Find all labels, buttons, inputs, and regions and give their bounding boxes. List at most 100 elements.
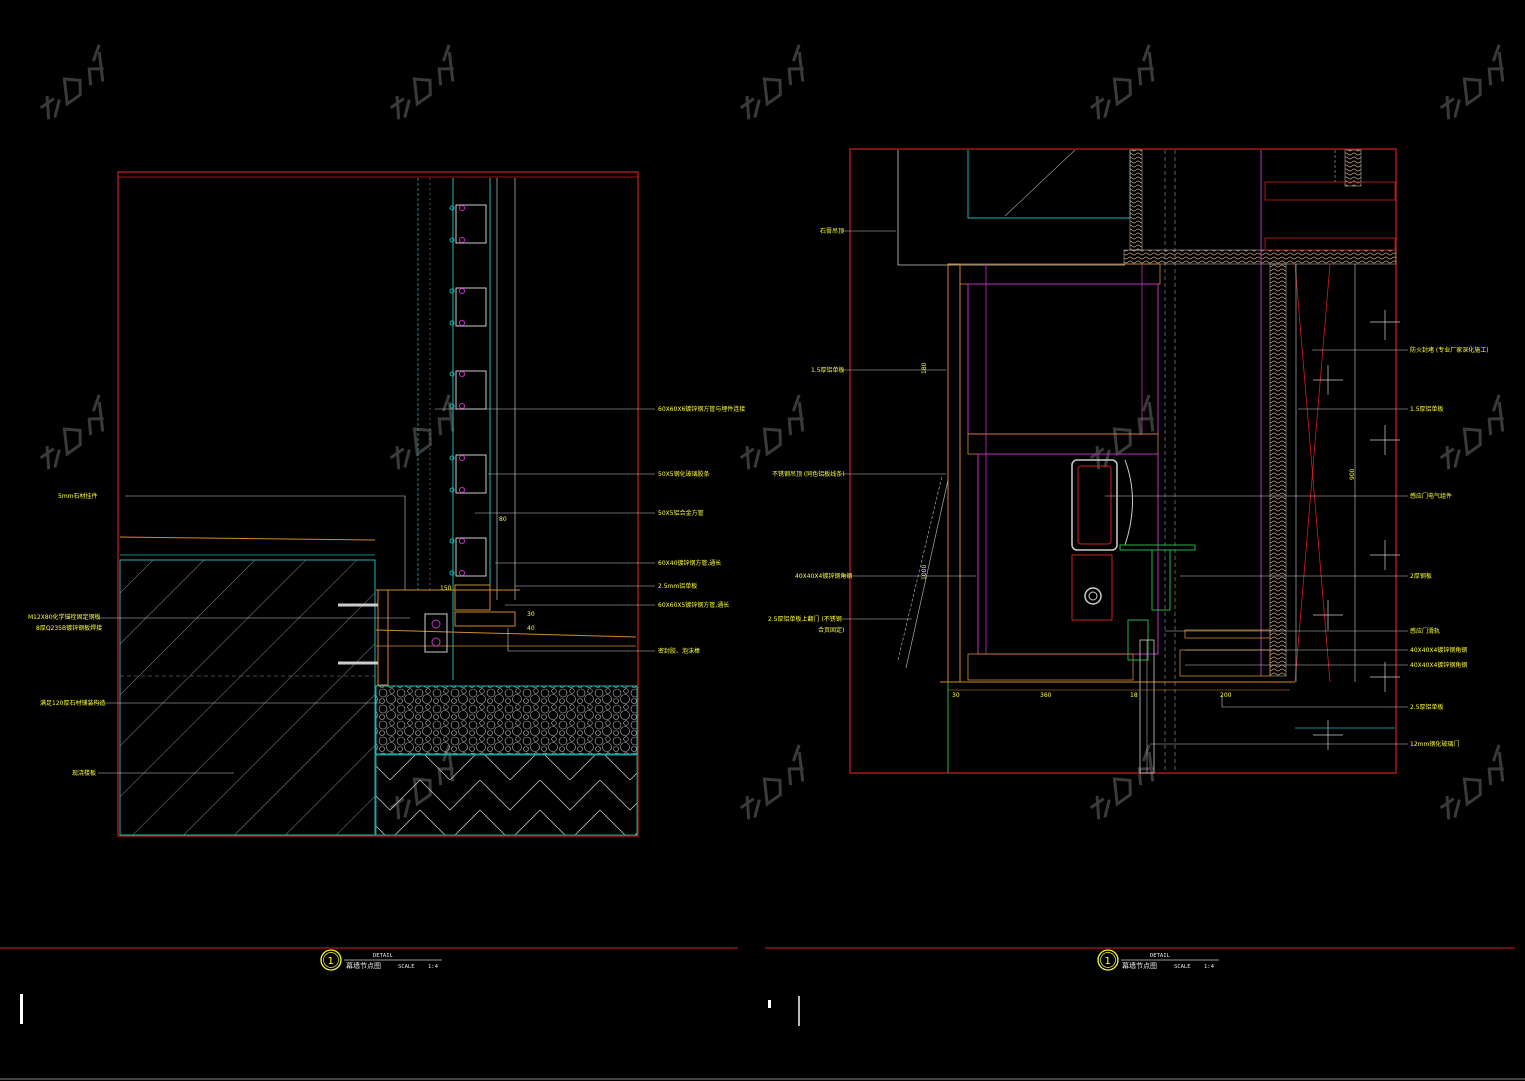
label-l8: 5mm石材挂件 [58,492,98,500]
left-title-block: 1 DETAIL 幕墙节点图 SCALE 1:4 [0,947,738,1024]
concrete-slab [119,559,376,836]
left-detail-header: DETAIL [373,953,394,959]
glazing-gasket [459,288,465,294]
sealing-bead [449,487,455,493]
glazing-gasket [459,538,465,544]
label-l4: 60X40镀锌钢方管,通长 [658,559,721,567]
dim-l3: 40 [527,625,535,632]
label-r11: 感应门滑轨 [1410,627,1440,635]
right-frame [849,148,1397,774]
left-frame [117,171,639,837]
watermark-stamp [1089,44,1155,120]
watermark-stamp [1439,744,1505,820]
watermark-stamp [39,394,105,470]
watermark-stamp [739,44,805,120]
label-l7: 密封胶、泡沫棒 [658,647,700,655]
sealing-bead [449,538,455,544]
glazing-gasket [459,487,465,493]
watermark-stamp [1089,394,1155,470]
label-r8: 1.5厚铝单板 [1410,405,1444,413]
aluminum-tube-4 [455,454,487,494]
left-detail-number-circle [320,949,342,971]
label-l9: M12X80化学锚栓固定钢板 [28,613,101,621]
aluminum-tube-series [449,204,487,577]
label-l10: 8厚Q235B镀锌钢板焊接 [36,624,102,632]
watermark-stamp [739,394,805,470]
dim-r3: 18 [1130,692,1138,699]
right-detail-header: DETAIL [1150,953,1171,959]
crosshair-marks [1313,310,1400,750]
sealing-bead [449,371,455,377]
watermark-stamp [739,744,805,820]
glazing-gasket [459,237,465,243]
dim-r7: 900 [1349,468,1356,480]
right-detail-number: 1 [1105,956,1111,967]
watermark-stamp [389,394,455,470]
label-r7: 防火封堵 (专业厂家深化施工) [1410,346,1489,354]
insulation-column-right [1269,263,1287,677]
dim-l2: 30 [527,611,535,618]
sealing-bead [449,403,455,409]
aluminum-tube-5 [455,537,487,577]
dim-l4: 150 [440,585,452,592]
watermark-stamp [1439,44,1505,120]
label-r1: 石膏吊顶 [820,227,844,235]
left-detail-number: 1 [328,956,334,967]
glazing-gasket [459,371,465,377]
insulation-column-left [1129,149,1143,251]
label-r4: 40X40X4镀锌钢角钢 [795,572,852,580]
dim-l1: 80 [499,516,507,523]
label-r6: 合页固定) [818,626,844,634]
right-detail-number-circle [1097,949,1119,971]
sealing-bead [449,237,455,243]
label-r14: 2.5厚铝单板 [1410,703,1444,711]
label-r12: 40X40X4镀锌钢角钢 [1410,646,1467,654]
dim-r4: 200 [1220,692,1232,699]
right-title-block: 1 DETAIL 幕墙节点图 SCALE 1:4 [765,947,1515,1026]
sealing-bead [449,320,455,326]
dim-r5: 180 [921,362,928,374]
right-detail-scale-label: SCALE [1174,964,1191,970]
aluminum-tube-3 [455,370,487,410]
label-l3: 50X5铝合金方管 [658,509,704,517]
left-detail-name: 幕墙节点图 [346,961,381,970]
right-detail-name: 幕墙节点图 [1122,961,1157,970]
right-annotations: 石膏吊顶 1.5厚铝单板 不锈钢吊顶 (同色铝板线条) 40X40X4镀锌钢角钢… [768,227,1489,748]
dim-r1: 30 [952,692,960,699]
label-l12: 现浇楼板 [72,769,96,777]
right-detail-drawing [849,148,1400,774]
label-r5: 2.5厚铝单板上翻门 (不锈钢 [768,615,842,623]
label-l5: 2.5mm铝单板 [658,582,697,590]
label-r13: 40X40X4镀锌钢角钢 [1410,661,1467,669]
glazing-gasket [459,205,465,211]
glazing-gasket [459,455,465,461]
sealing-bead [449,205,455,211]
glazing-gasket [459,403,465,409]
label-l6: 60X60X5镀锌钢方管,通长 [658,601,729,609]
sealing-bead [449,570,455,576]
watermark-stamp [389,44,455,120]
door-motor-housing [1071,459,1118,551]
aluminum-tube-1 [455,204,487,244]
label-l1: 60X60X6镀锌钢方管与埋件连接 [658,405,745,413]
dim-r6: 1000 [921,565,928,580]
label-r2: 1.5厚铝单板 [811,366,845,374]
watermark-stamp [1439,394,1505,470]
insulation-beam [1123,249,1397,265]
left-detail-drawing [117,171,639,837]
label-l2: 50X5钢化玻璃胶条 [658,470,710,478]
soil-layer [375,754,638,836]
glazing-gasket [459,570,465,576]
left-detail-scale-label: SCALE [398,964,415,970]
label-r3: 不锈钢吊顶 (同色铝板线条) [772,470,845,478]
label-r9: 感应门电气组件 [1410,492,1452,500]
watermark-stamp [1089,744,1155,820]
watermark-stamp [39,44,105,120]
glazing-gasket [459,320,465,326]
sealing-bead [449,455,455,461]
right-detail-scale-value: 1:4 [1204,964,1215,970]
sealing-bead [449,288,455,294]
left-detail-scale-value: 1:4 [428,964,439,970]
label-r15: 12mm钢化玻璃门 [1410,740,1459,748]
